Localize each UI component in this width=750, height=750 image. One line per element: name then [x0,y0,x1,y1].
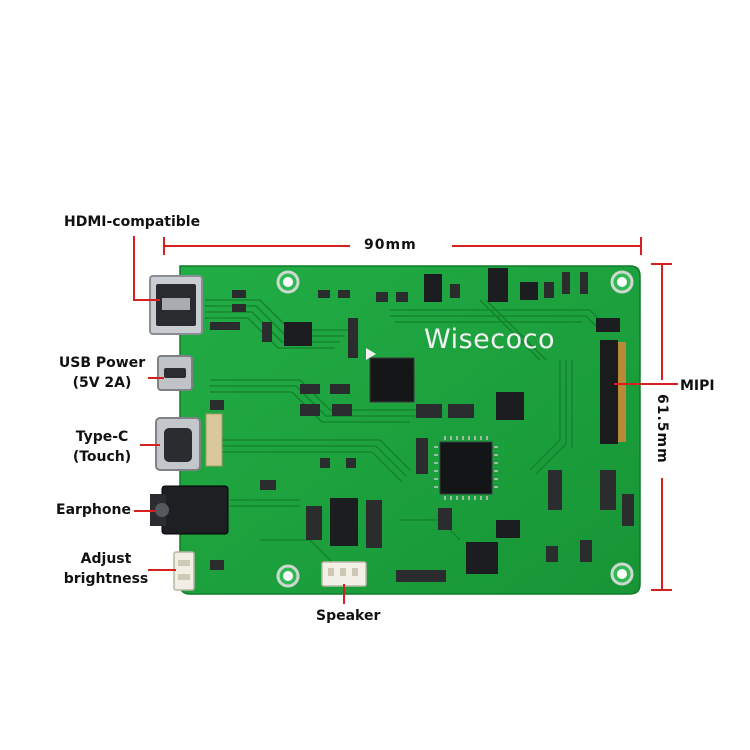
ic-chips [284,268,620,574]
speaker-label: Speaker [316,608,381,624]
hdmi-label: HDMI-compatible [64,214,201,230]
earphone-label: Earphone [56,502,131,518]
width-dimension [163,237,642,255]
passive-components [210,272,634,582]
usb-power-label: USB Power (5V 2A) [52,353,152,393]
adjust-brightness-label: Adjust brightness [54,549,158,589]
type-c-label-line1: Type-C [75,429,129,445]
adjust-brightness-label-line1: Adjust [80,551,132,567]
type-c-label-line2: (Touch) [72,449,132,465]
type-c-port [155,413,223,471]
width-dimension-label: 90mm [364,237,417,253]
height-dimension-label: 61.5mm [654,394,670,464]
adjust-brightness-label-line2: brightness [63,571,149,587]
usb-power-label-line2: (5V 2A) [72,375,132,391]
silkscreen-triangle [366,348,376,360]
mounting-holes [276,270,634,588]
usb-power-label-line1: USB Power [58,355,146,371]
usb-power-port [157,355,193,391]
brand-silkscreen: Wisecoco [424,324,556,355]
type-c-label: Type-C (Touch) [62,427,142,467]
mipi-fpc-connector [600,340,626,444]
brightness-connector [173,551,195,591]
leader-lines [133,236,678,604]
hdmi-port [149,275,203,335]
speaker-connector [321,561,367,587]
height-dimension [651,263,672,591]
earphone-jack [150,485,229,535]
mipi-label: MIPI [680,378,715,394]
